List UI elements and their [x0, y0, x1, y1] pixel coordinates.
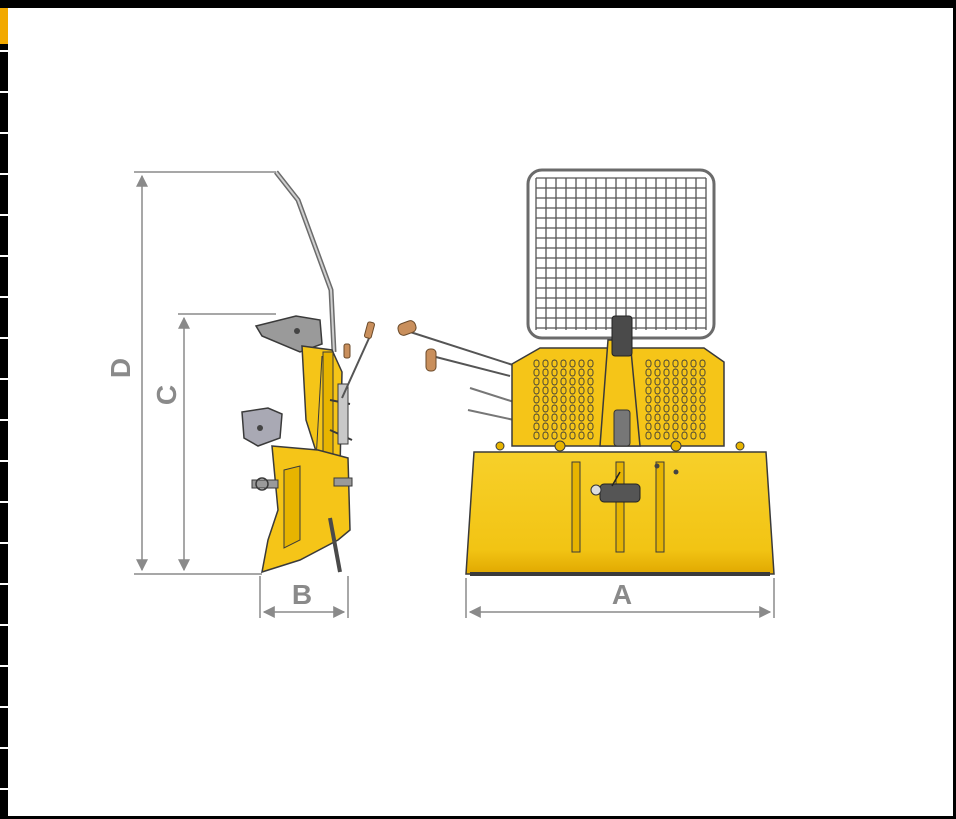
side-view — [241, 170, 375, 574]
top-border — [0, 0, 956, 8]
rail-tick — [0, 296, 8, 298]
dimension-label-a: A — [612, 579, 632, 610]
rail-tick — [0, 624, 8, 626]
dimension-label-c: C — [151, 385, 182, 405]
rope-handle-1 — [397, 320, 417, 336]
rope-handle-2 — [425, 348, 437, 372]
rail-tick — [0, 583, 8, 585]
rail-tick — [0, 50, 8, 52]
rail-tick — [0, 337, 8, 339]
left-rail — [0, 0, 8, 819]
rail-tick — [0, 91, 8, 93]
rail-tick — [0, 255, 8, 257]
rail-tick — [0, 173, 8, 175]
rail-tick — [0, 706, 8, 708]
bottom-border — [0, 816, 956, 819]
rail-tick — [0, 214, 8, 216]
dimension-label-d: D — [105, 358, 136, 378]
dimension-lines — [134, 171, 775, 618]
rail-tick — [0, 132, 8, 134]
rail-tick — [0, 460, 8, 462]
rail-accent — [0, 8, 8, 44]
rail-tick — [0, 419, 8, 421]
pulley-block — [611, 315, 633, 357]
rail-tick — [0, 747, 8, 749]
right-border — [953, 0, 956, 819]
dimension-label-b: B — [292, 579, 312, 610]
rail-tick — [0, 378, 8, 380]
rail-tick — [0, 501, 8, 503]
top-clamp — [254, 315, 323, 353]
rail-tick — [0, 542, 8, 544]
front-view — [397, 168, 775, 576]
latch — [599, 483, 641, 503]
rail-tick — [0, 665, 8, 667]
rail-tick — [0, 788, 8, 790]
